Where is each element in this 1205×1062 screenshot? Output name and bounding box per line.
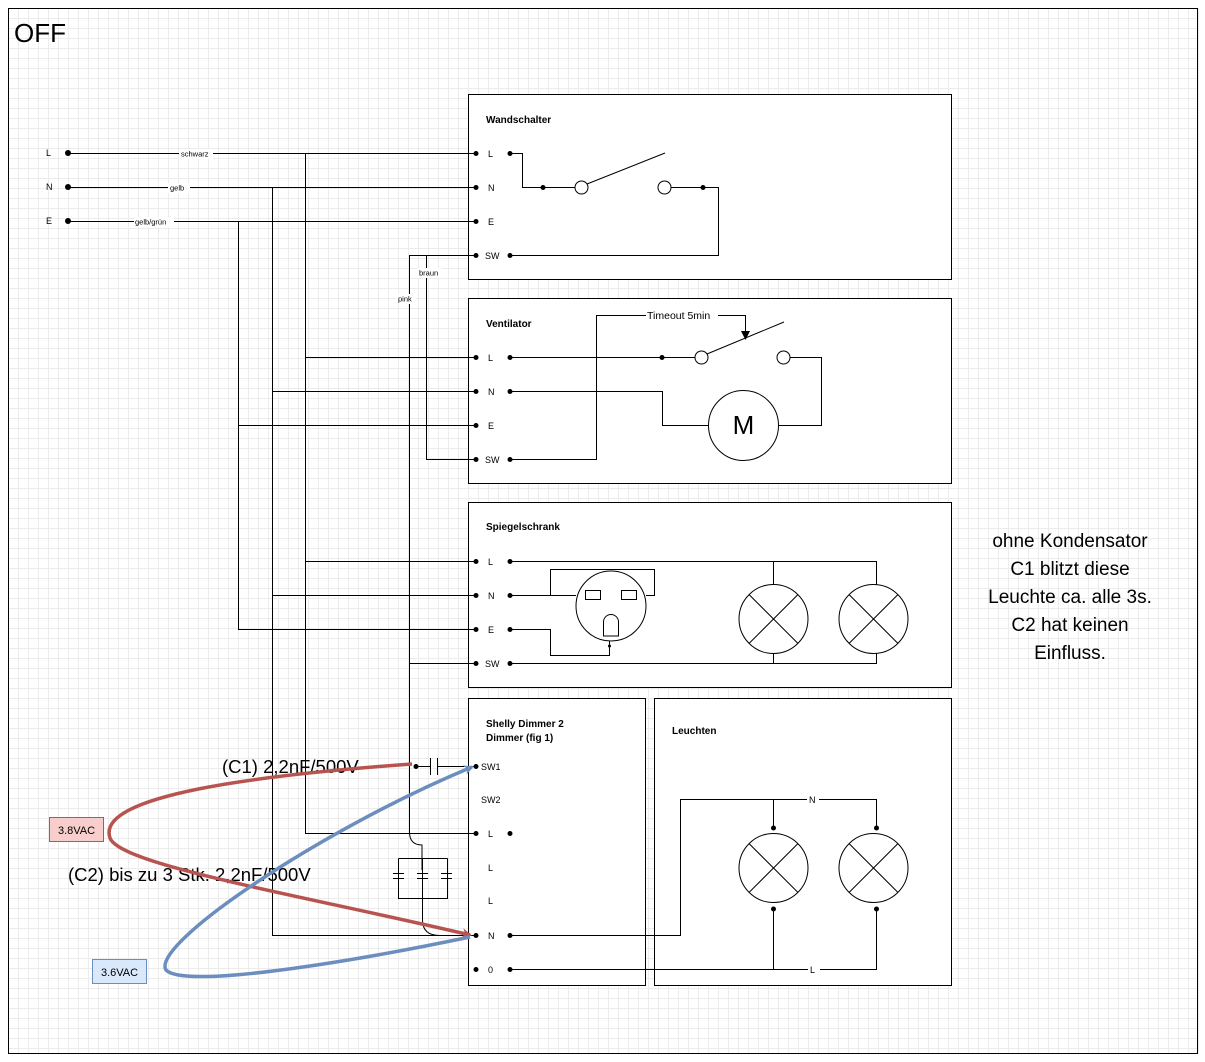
spiegelschrank-lamp-1 [738,584,809,654]
ventilator-terminal-l: L [488,353,493,363]
leuchten-title: Leuchten [672,726,716,737]
ventilator-terminal-e-dot[interactable] [473,423,479,428]
wire-label-braun: braun [419,269,438,278]
ventilator-title: Ventilator [486,319,532,330]
supply-terminal-n: N [46,182,53,192]
dimmer-terminal-sw1: SW1 [481,762,501,772]
box-terminals: L N E SW L N E SW L N E SW SW1 [413,149,513,975]
dimmer-terminal-0: 0 [488,965,493,975]
spiegelschrank-terminal-l: L [488,557,493,567]
ventilator-terminal-sw: SW [485,455,500,465]
spiegelschrank-internals [510,561,909,664]
ventilator-terminal-n-dot[interactable] [473,389,479,394]
dimmer-box[interactable] [468,698,646,986]
measurement-arrow-red [107,762,472,939]
dimmer-terminal-n: N [488,931,495,941]
page-frame [8,8,1198,1054]
side-note: ohne Kondensator C1 blitzt diese Leuchte… [988,531,1152,664]
wandschalter-terminal-sw: SW [485,251,500,261]
dimmer-terminal-l3: L [488,896,493,906]
wire-label-gelb: gelb [170,184,184,193]
leuchten-box[interactable] [654,698,952,986]
wandschalter-terminal-n-dot[interactable] [473,185,479,190]
ventilator-terminal-l-dot[interactable] [473,355,479,360]
wandschalter-title: Wandschalter [486,115,551,126]
wandschalter-terminal-e: E [488,217,494,227]
voltage-badge-blue-label: 3.6VAC [101,967,138,979]
note-line-5: Einfluss. [1034,643,1106,664]
dimmer-terminal-l1: L [488,829,493,839]
spiegelschrank-terminal-l-dot[interactable] [473,559,479,564]
dimmer-terminal-n-dot[interactable] [473,933,479,938]
wandschalter-terminal-e-dot[interactable] [473,219,479,224]
note-line-3: Leuchte ca. alle 3s. [988,587,1152,608]
socket-symbol [575,570,647,642]
wandschalter-terminal-sw-dot[interactable] [473,253,479,258]
wandschalter-switch [510,152,719,256]
note-line-4: C2 hat keinen [1011,615,1128,636]
spiegelschrank-terminal-sw-dot[interactable] [473,661,479,666]
voltage-badge-blue: 3.6VAC [92,959,147,984]
wandschalter-terminal-n: N [488,183,495,193]
spiegelschrank-terminal-e-dot[interactable] [473,627,479,632]
spiegelschrank-terminal-e: E [488,625,494,635]
measurement-arrow-blue [163,765,474,979]
wire-labels: schwarz gelb gelb/grün braun pink [134,149,442,304]
wire-label-pink: pink [398,295,412,304]
dimmer-title-line2: Dimmer (fig 1) [486,733,553,744]
motor-label: M [733,410,755,440]
supply-terminal-e: E [46,216,52,226]
note-line-1: ohne Kondensator [992,531,1148,552]
voltage-badge-red: 3.8VAC [49,817,104,842]
dimmer-terminal-sw1-dot[interactable] [473,764,479,769]
leuchten-n-label: N [809,795,816,805]
spiegelschrank-title: Spiegelschrank [486,522,560,533]
dimmer-terminal-l2: L [488,863,493,873]
ventilator-terminal-n: N [488,387,495,397]
wandschalter-terminal-l-dot[interactable] [473,151,479,156]
spiegelschrank-lamp-2 [838,584,909,654]
ventilator-terminal-e: E [488,421,494,431]
leuchten-internals: N L [510,794,909,975]
leuchten-l-label: L [810,965,815,975]
state-label: OFF [14,18,66,48]
ventilator-timeout-label: Timeout 5min [647,310,710,322]
dimmer-terminal-0-dot[interactable] [473,967,479,972]
ventilator-internals: M Timeout 5min [510,309,822,461]
wire-label-gelb-gruen: gelb/grün [135,218,166,227]
wire-label-schwarz: schwarz [181,150,209,159]
note-line-2: C1 blitzt diese [1010,559,1129,580]
spiegelschrank-terminal-n-dot[interactable] [473,593,479,598]
dimmer-terminal-l-dot[interactable] [473,831,479,836]
supply-terminal-l: L [46,148,51,158]
spiegelschrank-terminal-sw: SW [485,659,500,669]
leuchte-lamp-1 [738,833,809,903]
wandschalter-terminal-l: L [488,149,493,159]
leuchte-lamp-2 [838,833,909,903]
ventilator-terminal-sw-dot[interactable] [473,457,479,462]
c2-label: (C2) bis zu 3 Stk. 2,2nF/500V [68,864,311,885]
dimmer-title-line1: Shelly Dimmer 2 [486,719,564,730]
wiring [68,153,476,936]
voltage-badge-red-label: 3.8VAC [58,825,95,837]
dimmer-terminal-sw2: SW2 [481,795,501,805]
spiegelschrank-terminal-n: N [488,591,495,601]
